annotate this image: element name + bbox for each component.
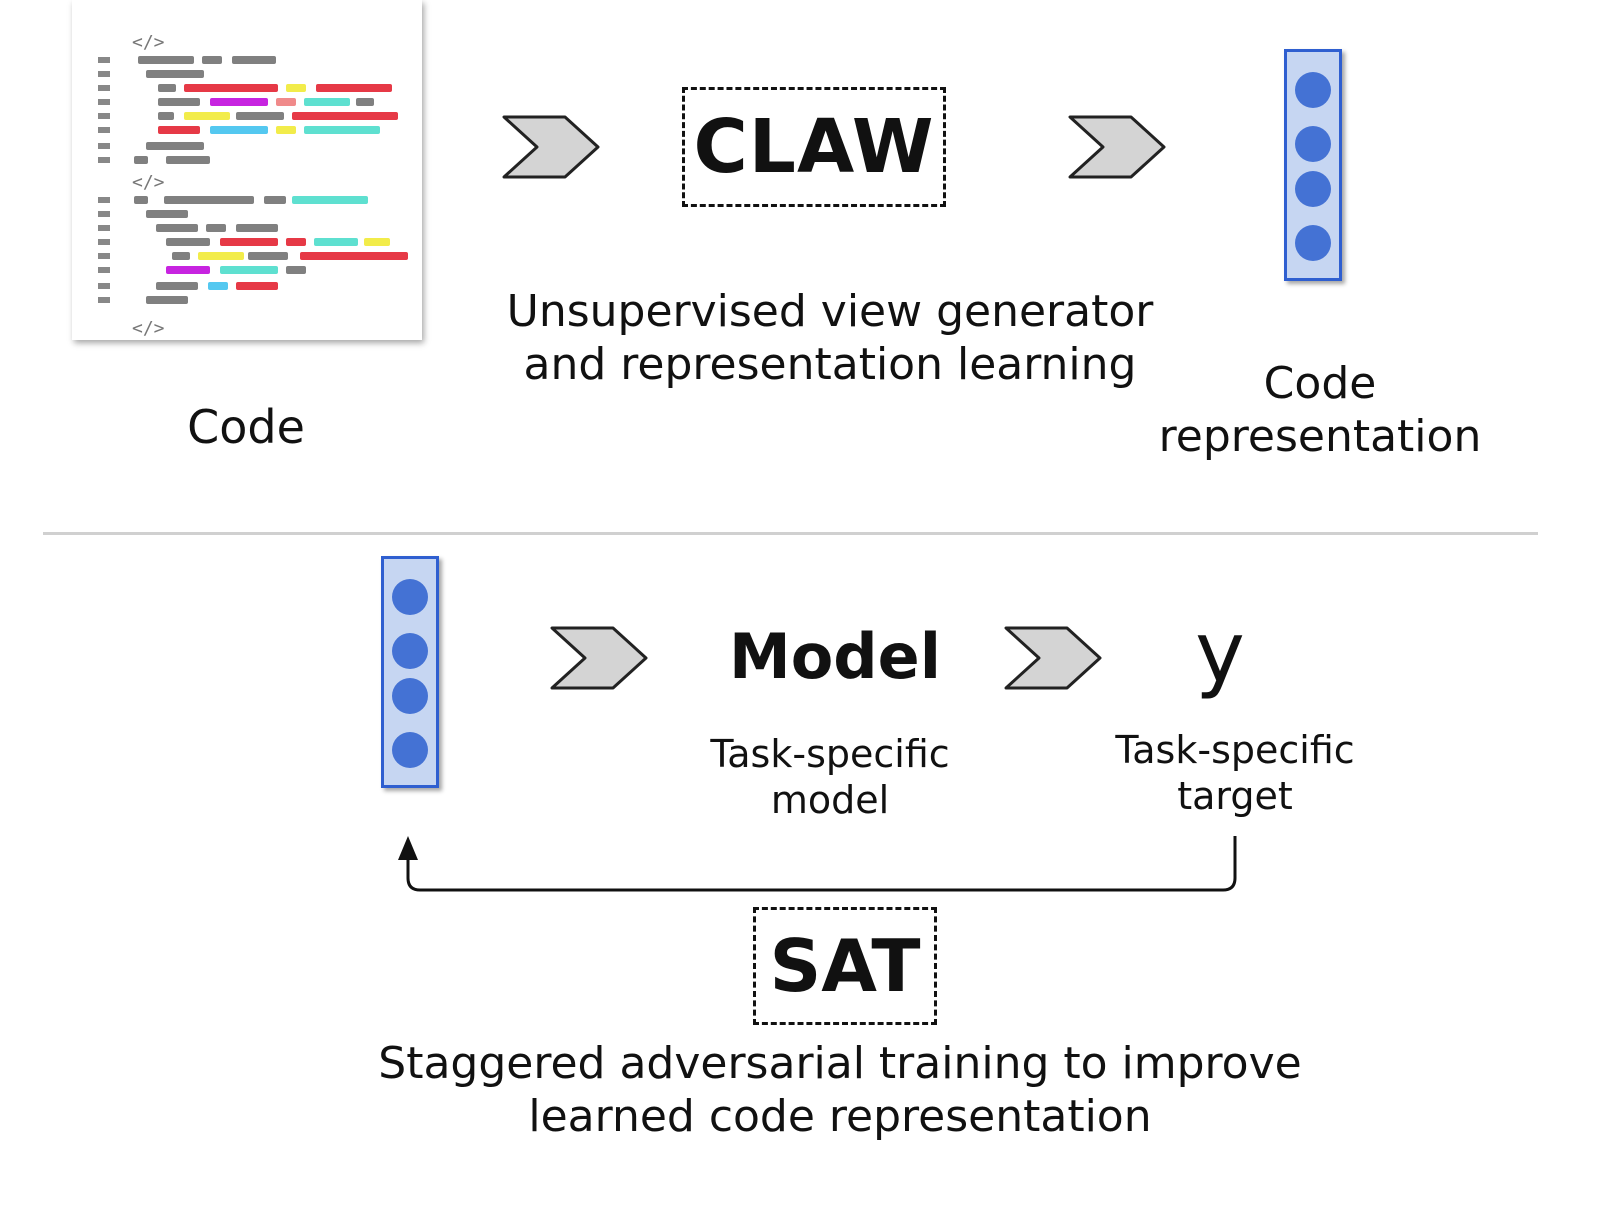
code-representation-vector: [381, 556, 439, 788]
code-line-bar: [146, 70, 204, 78]
line-number-mark: [98, 197, 110, 203]
line-number-mark: [98, 99, 110, 105]
code-line-bar: [166, 266, 210, 274]
chevron-arrow-icon: [550, 626, 648, 690]
section-divider: [43, 532, 1538, 535]
sat-caption: Staggered adversarial training to improv…: [378, 1038, 1302, 1142]
code-line-bar: [146, 142, 204, 150]
sat-box: SAT: [753, 907, 937, 1025]
vector-unit: [1295, 72, 1331, 108]
code-line-bar: [232, 56, 276, 64]
code-line-bar: [364, 238, 390, 246]
model-title: Model: [729, 620, 941, 693]
line-number-mark: [98, 143, 110, 149]
code-line-bar: [134, 196, 148, 204]
target-caption: Task-specific target: [1115, 728, 1355, 818]
code-line-bar: [146, 296, 188, 304]
vector-unit: [392, 579, 428, 615]
vector-unit: [392, 678, 428, 714]
code-representation-vector: [1284, 49, 1342, 281]
code-line-bar: [208, 282, 228, 290]
claw-title: CLAW: [693, 104, 935, 190]
code-line-bar: [286, 238, 306, 246]
code-line-bar: [158, 112, 174, 120]
code-line-bar: [146, 210, 188, 218]
vector-unit: [392, 633, 428, 669]
model-caption: Task-specific model: [710, 732, 950, 822]
line-number-mark: [98, 211, 110, 217]
code-line-bar: [356, 98, 374, 106]
code-line-bar: [314, 238, 358, 246]
code-tag-icon: </>: [132, 32, 165, 53]
code-line-bar: [172, 252, 190, 260]
vector-unit: [1295, 171, 1331, 207]
line-number-mark: [98, 127, 110, 133]
code-line-bar: [156, 282, 198, 290]
code-line-bar: [220, 266, 278, 274]
chevron-arrow-icon: [502, 115, 600, 179]
line-number-mark: [98, 283, 110, 289]
code-line-bar: [304, 98, 350, 106]
code-line-bar: [316, 84, 392, 92]
line-number-mark: [98, 225, 110, 231]
code-line-bar: [236, 224, 278, 232]
vector-unit: [1295, 126, 1331, 162]
code-tag-icon: </>: [132, 172, 165, 193]
code-line-bar: [300, 252, 408, 260]
code-line-bar: [236, 112, 284, 120]
code-line-bar: [158, 126, 200, 134]
code-snippet-image: </> </> </>: [72, 0, 422, 340]
code-line-bar: [264, 196, 286, 204]
code-line-bar: [206, 224, 226, 232]
code-representation-label: Code representation: [1158, 358, 1482, 462]
line-number-mark: [98, 253, 110, 259]
code-line-bar: [304, 126, 380, 134]
code-line-bar: [134, 156, 148, 164]
line-number-mark: [98, 239, 110, 245]
code-line-bar: [184, 84, 278, 92]
code-label: Code: [187, 400, 305, 454]
sat-title: SAT: [769, 924, 921, 1008]
line-number-mark: [98, 157, 110, 163]
code-line-bar: [292, 112, 398, 120]
vector-unit: [392, 732, 428, 768]
code-line-bar: [156, 224, 198, 232]
code-line-bar: [292, 196, 368, 204]
line-number-mark: [98, 267, 110, 273]
code-line-bar: [248, 252, 288, 260]
feedback-arrow: [398, 836, 1237, 892]
line-number-mark: [98, 85, 110, 91]
code-lines-graphic: </> </> </>: [98, 32, 408, 339]
code-line-bar: [198, 252, 244, 260]
code-line-bar: [210, 98, 268, 106]
code-line-bar: [286, 84, 306, 92]
vector-unit: [1295, 225, 1331, 261]
code-line-bar: [236, 282, 278, 290]
code-line-bar: [276, 98, 296, 106]
code-line-bar: [202, 56, 222, 64]
line-number-mark: [98, 113, 110, 119]
code-line-bar: [166, 238, 210, 246]
line-number-mark: [98, 71, 110, 77]
claw-caption: Unsupervised view generator and represen…: [506, 286, 1154, 390]
code-line-bar: [164, 196, 254, 204]
target-symbol: y: [1195, 603, 1245, 701]
code-line-bar: [184, 112, 230, 120]
code-tag-icon: </>: [132, 318, 165, 339]
code-line-bar: [276, 126, 296, 134]
code-line-bar: [158, 84, 176, 92]
code-line-bar: [220, 238, 278, 246]
claw-box: CLAW: [682, 87, 946, 207]
code-line-bar: [166, 156, 210, 164]
code-line-bar: [138, 56, 194, 64]
code-line-bar: [210, 126, 268, 134]
code-line-bar: [158, 98, 200, 106]
line-number-mark: [98, 297, 110, 303]
chevron-arrow-icon: [1068, 115, 1166, 179]
code-line-bar: [286, 266, 306, 274]
chevron-arrow-icon: [1004, 626, 1102, 690]
line-number-mark: [98, 57, 110, 63]
